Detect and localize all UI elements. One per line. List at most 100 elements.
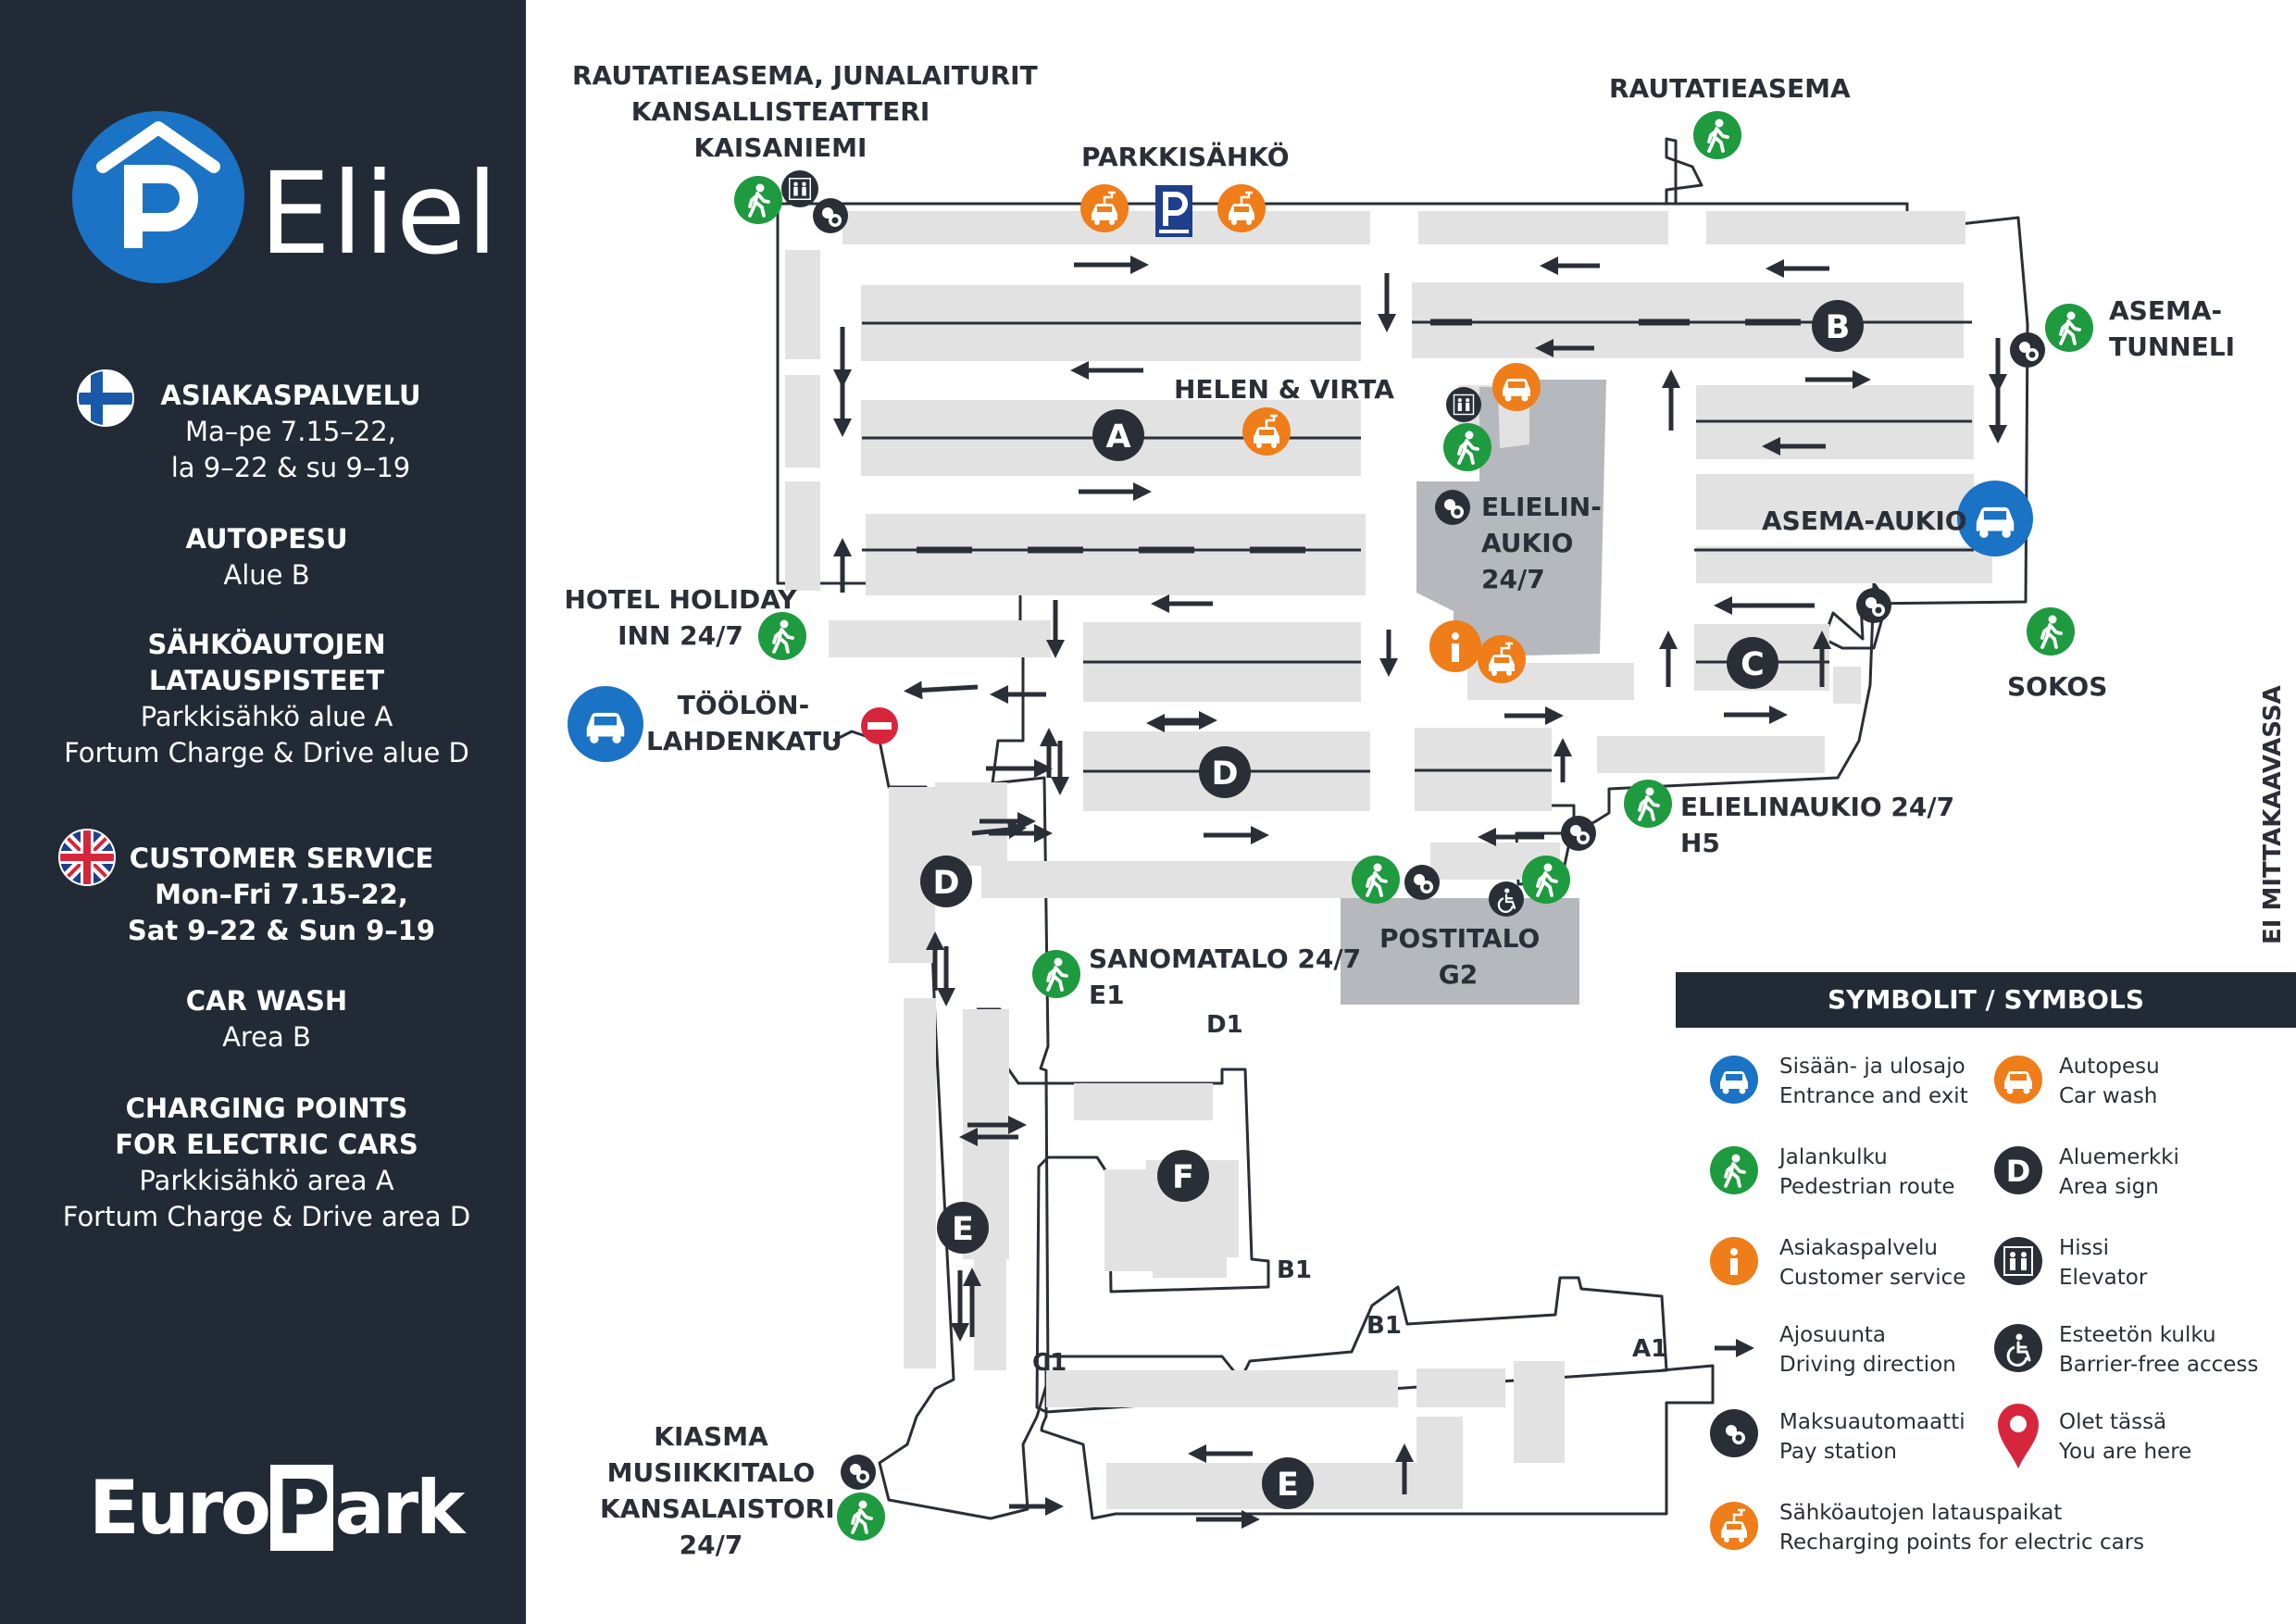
elevator-icon: [781, 170, 818, 207]
en-charging-title-1: CHARGING POINTS: [125, 1093, 408, 1124]
label-line: ELIELINAUKIO 24/7: [1680, 792, 1955, 822]
area-sign-e-2: E: [1277, 1467, 1299, 1504]
fi-charging: SÄHKÖAUTOJEN LATAUSPISTEET Parkkisähkö a…: [4, 627, 530, 771]
gate-a1-label: A1: [1632, 1335, 1667, 1363]
lane-dashes: [917, 319, 1801, 554]
label-line: ELIELIN-: [1481, 492, 1602, 522]
label-kiasma: KIASMA MUSIIKKITALO KANSALAISTORI 24/7: [600, 1418, 835, 1563]
elevator-icon: [1446, 387, 1481, 422]
area-sign-b: B: [1826, 309, 1851, 346]
legend-fi: Ajosuunta: [1779, 1323, 1887, 1347]
legend-en: Pay station: [1779, 1440, 1898, 1464]
legend-fi: Asiakaspalvelu: [1779, 1236, 1939, 1260]
uk-flag-icon: [58, 829, 116, 886]
legend-en: Area sign: [2059, 1175, 2159, 1199]
label-line: G2: [1438, 959, 1479, 990]
no-entry-icon: [861, 707, 898, 744]
label-line: RAUTATIEASEMA, JUNALAITURIT: [572, 60, 1038, 91]
fi-charging-title-2: LATAUSPISTEET: [148, 665, 385, 696]
fi-wash-area: Alue B: [223, 559, 310, 591]
legend-fi: Jalankulku: [1779, 1145, 1888, 1169]
label-sokos: SOKOS: [2007, 671, 2108, 702]
legend-pay-station-icon: [1710, 1409, 1758, 1457]
legend-wheelchair-icon: [1994, 1324, 2042, 1372]
pedestrian-icon: [1352, 856, 1400, 904]
legend-fi: Maksuautomaatti: [1779, 1410, 1965, 1434]
pay-station-icon: [813, 198, 848, 233]
legend-fi: Sisään- ja ulosajo: [1779, 1055, 1965, 1079]
en-charging-line-2: Fortum Charge & Drive area D: [62, 1201, 471, 1232]
en-charging: CHARGING POINTS FOR ELECTRIC CARS Parkki…: [4, 1091, 530, 1235]
fi-wash-title: AUTOPESU: [185, 523, 348, 555]
car-wash-icon: [1492, 363, 1541, 411]
pedestrian-icon: [2045, 304, 2093, 352]
en-car-wash: CAR WASH Area B: [4, 983, 530, 1056]
en-service-title: CUSTOMER SERVICE: [129, 843, 434, 874]
label-line: HOTEL HOLIDAY: [564, 584, 797, 615]
label-line: AUKIO: [1481, 528, 1574, 558]
fi-charging-line-2: Fortum Charge & Drive alue D: [64, 737, 469, 768]
label-line: KANSALAISTORI: [600, 1493, 835, 1524]
label-parkkisahko: PARKKISÄHKÖ: [1081, 142, 1290, 172]
label-line: 24/7: [1481, 564, 1545, 594]
service-icons: [781, 170, 2045, 1490]
buildings: [1341, 380, 1606, 1005]
pedestrian-icon: [1443, 423, 1491, 471]
pedestrian-icon: [734, 176, 782, 224]
label-asematunneli: ASEMA- TUNNELI: [2109, 293, 2235, 365]
ev-charging-icon: [1080, 184, 1129, 232]
en-customer-service: CUSTOMER SERVICE Mon–Fri 7.15–22, Sat 9–…: [19, 841, 544, 949]
pedestrian-icon: [837, 1493, 885, 1541]
info-icon: [1429, 620, 1481, 672]
sidebar: Eliel ASIAKASPALVELU Ma–pe 7.15–22, la 9…: [0, 0, 526, 1624]
label-toolonlahdenkatu: TÖÖLÖN- LAHDENKATU: [646, 687, 842, 759]
label-line: ASEMA-: [2109, 295, 2223, 326]
fi-service-hours-2: la 9–22 & su 9–19: [170, 452, 411, 483]
legend-en: Barrier-free access: [2059, 1353, 2259, 1377]
legend-en: Driving direction: [1779, 1353, 1956, 1377]
label-line: INN 24/7: [618, 620, 743, 651]
en-charging-title-2: FOR ELECTRIC CARS: [115, 1129, 418, 1160]
en-wash-area: Area B: [222, 1021, 311, 1053]
label-sanomatalo: SANOMATALO 24/7 E1: [1089, 941, 1361, 1013]
finland-flag-icon: [77, 369, 134, 427]
legend-area-sign-icon: D: [1994, 1146, 2042, 1194]
pay-station-icon: [1435, 490, 1470, 525]
label-line: TUNNELI: [2109, 331, 2236, 362]
legend-car-wash-icon: [1994, 1056, 2042, 1104]
label-rautatieasema-junalaiturit: RAUTATIEASEMA, JUNALAITURIT KANSALLISTEA…: [572, 57, 1038, 166]
fi-service-hours-1: Ma–pe 7.15–22,: [185, 416, 396, 447]
ev-charging-icon: [1242, 407, 1291, 456]
legend-fi: Esteetön kulku: [2059, 1323, 2216, 1347]
legend-en: Elevator: [2059, 1266, 2148, 1290]
label-line: KANSALLISTEATTERI: [630, 96, 930, 127]
label-line: E1: [1089, 980, 1125, 1010]
gate-b1-label-2: B1: [1366, 1312, 1402, 1340]
area-sign-a: A: [1105, 418, 1130, 456]
label-line: MUSIIKKITALO: [606, 1457, 816, 1488]
charging-icons: [1080, 184, 1541, 683]
parking-map: A B C D D E E F: [568, 111, 2093, 1550]
lane-lines: [862, 320, 1974, 773]
pay-station-icon: [841, 1455, 876, 1490]
en-charging-line-1: Parkkisähkö area A: [139, 1165, 394, 1196]
en-service-hours-1: Mon–Fri 7.15–22,: [155, 879, 408, 910]
gate-b1-label-1: B1: [1277, 1256, 1312, 1284]
area-signs: [920, 300, 1864, 1509]
legend-elevator-icon: [1994, 1237, 2042, 1285]
pay-station-icon: [1404, 865, 1440, 900]
label-elielinaukio: ELIELIN- AUKIO 24/7: [1481, 489, 1602, 597]
brand-title: Eliel: [259, 148, 499, 280]
fi-charging-line-1: Parkkisähkö alue A: [140, 701, 393, 732]
legend-fi: Hissi: [2059, 1236, 2110, 1260]
pedestrian-icons: [734, 111, 2093, 1541]
